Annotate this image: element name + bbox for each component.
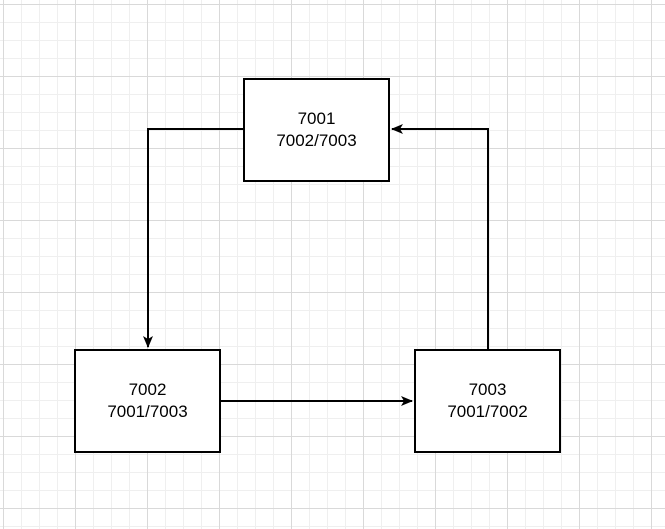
node-7001-peers: 7002/7003 xyxy=(276,131,357,150)
node-7001-title: 7001 xyxy=(297,109,336,128)
node-7002-title: 7002 xyxy=(128,380,167,399)
node-7001[interactable]: 7001 7002/7003 xyxy=(243,78,390,182)
node-7003-peers: 7001/7002 xyxy=(447,402,528,421)
edge-7003-to-7001 xyxy=(391,124,489,349)
node-7003-title: 7003 xyxy=(468,380,507,399)
node-7003[interactable]: 7003 7001/7002 xyxy=(414,349,561,453)
edge-7001-to-7002 xyxy=(143,128,243,348)
node-7002[interactable]: 7002 7001/7003 xyxy=(74,349,221,453)
node-7002-peers: 7001/7003 xyxy=(107,402,188,421)
